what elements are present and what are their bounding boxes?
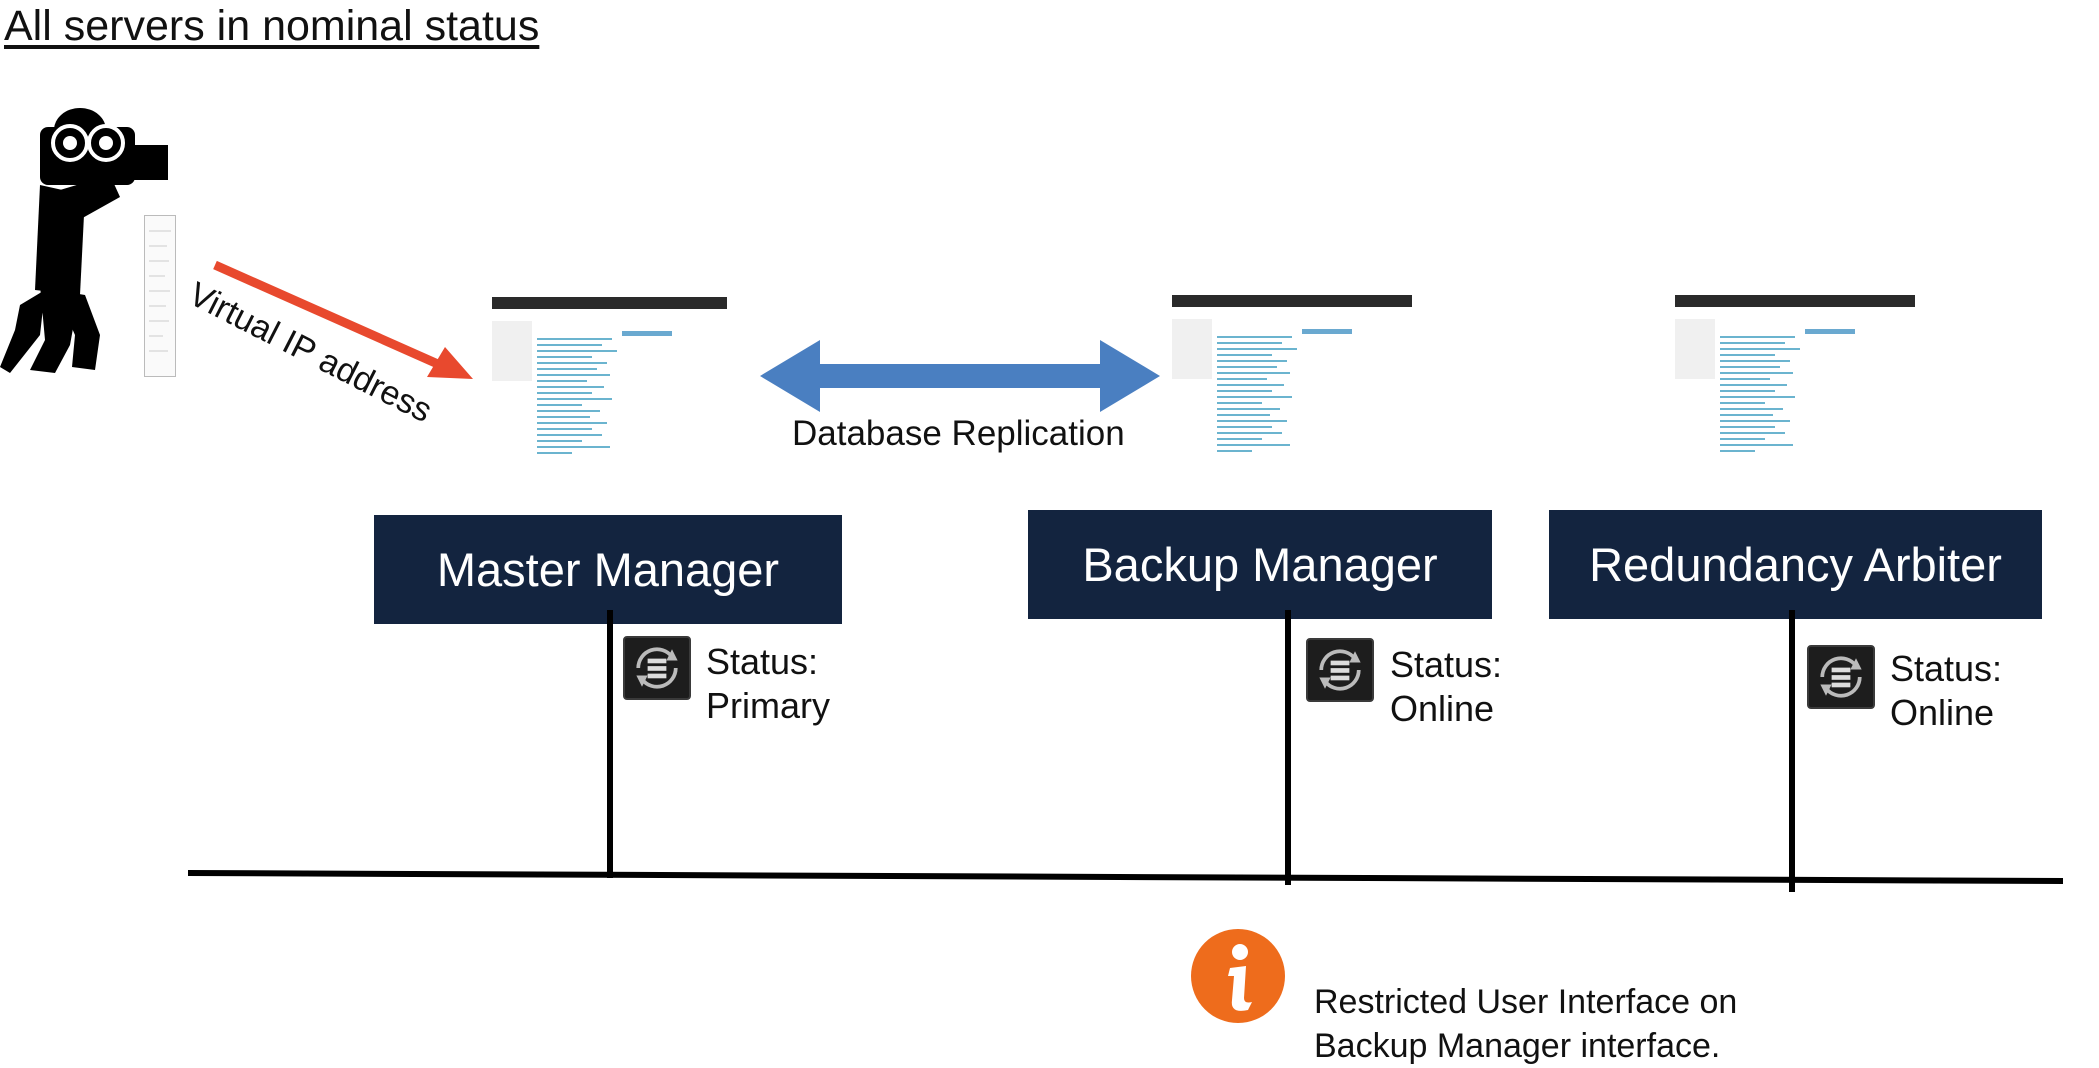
person-with-camera-icon: [0, 105, 175, 375]
status-label: Status:: [706, 641, 819, 682]
status-value: Online: [1390, 688, 1495, 729]
network-bus-line: [187, 865, 2064, 895]
master-connector-line: [607, 610, 613, 878]
master-status: Status: Primary: [706, 640, 830, 728]
status-value: Online: [1890, 692, 1995, 733]
replication-label: Database Replication: [792, 414, 1125, 453]
arbiter-connector-line: [1789, 610, 1795, 892]
server-sync-icon: [1306, 638, 1374, 702]
redundancy-arbiter-box: Redundancy Arbiter: [1549, 510, 2042, 619]
portrait-screenshot-thumbnail: [144, 215, 176, 377]
note-line-2: Backup Manager interface.: [1314, 1027, 1721, 1065]
arbiter-status: Status: Online: [1890, 647, 2002, 735]
master-ui-thumbnail: [492, 297, 727, 477]
backup-connector-line: [1285, 610, 1291, 885]
replication-double-arrow: [760, 340, 1160, 412]
note-line-1: Restricted User Interface on: [1314, 983, 1738, 1021]
page-title: All servers in nominal status: [4, 2, 540, 50]
restricted-ui-note: Restricted User Interface on Backup Mana…: [1314, 980, 1737, 1068]
backup-ui-thumbnail: [1172, 295, 1412, 475]
status-label: Status:: [1390, 644, 1503, 685]
status-value: Primary: [706, 685, 830, 726]
server-sync-icon: [1807, 645, 1875, 709]
info-icon: [1190, 928, 1286, 1024]
status-label: Status:: [1890, 648, 2003, 689]
master-manager-box: Master Manager: [374, 515, 842, 624]
virtual-ip-arrow: [205, 255, 485, 385]
backup-status: Status: Online: [1390, 643, 1502, 731]
arbiter-ui-thumbnail: [1675, 295, 1915, 475]
server-sync-icon: [623, 636, 691, 700]
backup-manager-box: Backup Manager: [1028, 510, 1492, 619]
